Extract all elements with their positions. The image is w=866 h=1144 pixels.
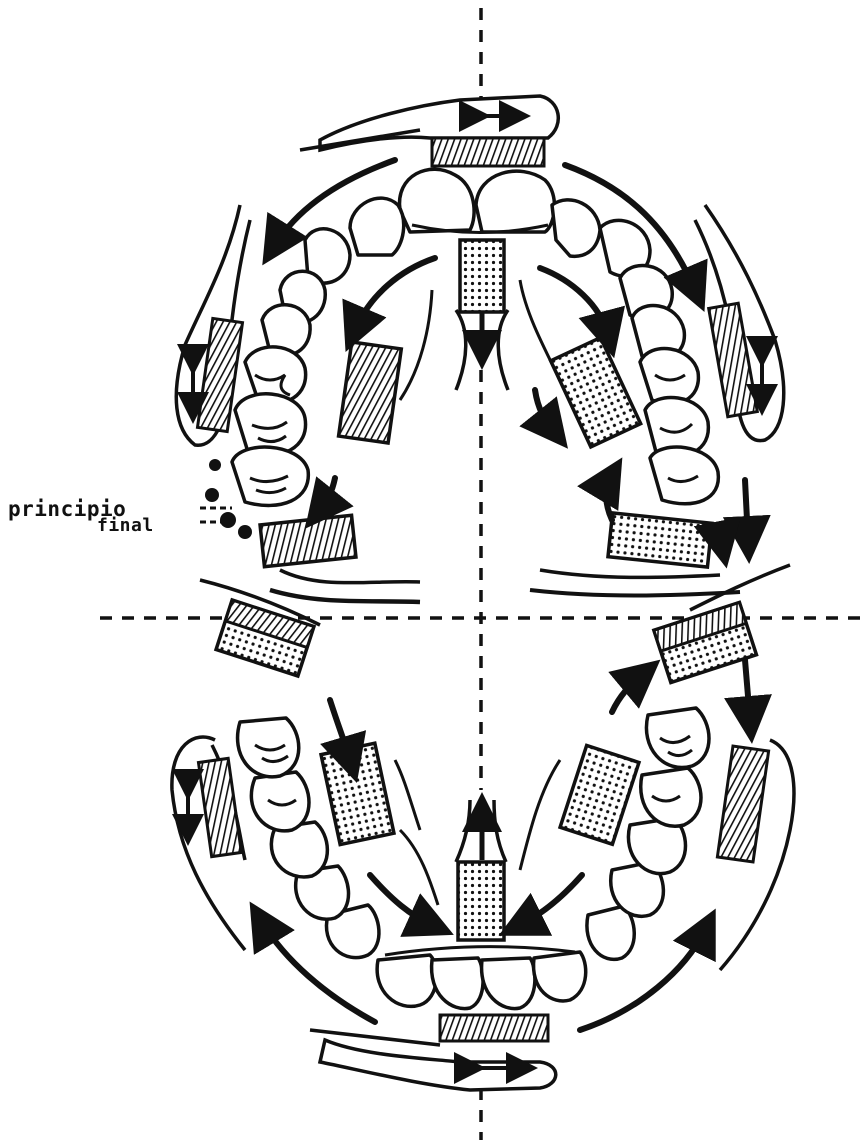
arrow-icon <box>355 258 435 330</box>
tooth-icon <box>377 955 436 1006</box>
tooth-icon <box>232 447 308 505</box>
toothbrush-icon <box>520 745 639 870</box>
tooth-icon <box>650 447 718 504</box>
toothbrush-icon <box>300 96 558 166</box>
tooth-icon <box>646 708 709 767</box>
tooth-icon <box>641 768 701 826</box>
arrow-icon <box>520 875 582 925</box>
arrow-icon <box>612 675 642 712</box>
tooth-icon <box>432 958 484 1009</box>
arrow-icon <box>320 478 335 510</box>
toothbrush-icon <box>260 515 420 602</box>
toothbrush-icon <box>200 580 320 676</box>
tooth-icon <box>251 772 309 831</box>
arrow-icon <box>535 390 553 430</box>
tooth-icon <box>482 958 535 1009</box>
tooth-icon <box>476 171 554 232</box>
tooth-icon <box>534 952 586 1001</box>
tooth-icon <box>552 200 600 256</box>
toothbrush-icon <box>172 737 245 950</box>
toothbrush-icon <box>654 565 790 683</box>
label-final: final <box>97 517 154 535</box>
arrow-icon <box>745 660 750 720</box>
toothbrush-icon <box>456 240 508 390</box>
arrow-icon <box>370 875 432 925</box>
tooth-icon <box>640 349 698 404</box>
lower-arch-teeth <box>238 708 709 1009</box>
arrow-icon <box>540 268 608 335</box>
tooth-icon <box>238 718 299 777</box>
tooth-icon <box>400 169 475 232</box>
toothbrush-icon <box>339 290 432 443</box>
toothbrush-icon <box>520 280 641 447</box>
toothbrush-icon <box>717 740 794 970</box>
arrow-icon <box>745 480 748 540</box>
toothbrush-icon <box>695 205 784 441</box>
tooth-icon <box>350 198 404 255</box>
upper-arch-teeth <box>232 169 718 505</box>
toothbrush-icon <box>456 800 506 940</box>
toothbrush-icon <box>310 1015 556 1090</box>
arrow-icon <box>606 478 612 520</box>
